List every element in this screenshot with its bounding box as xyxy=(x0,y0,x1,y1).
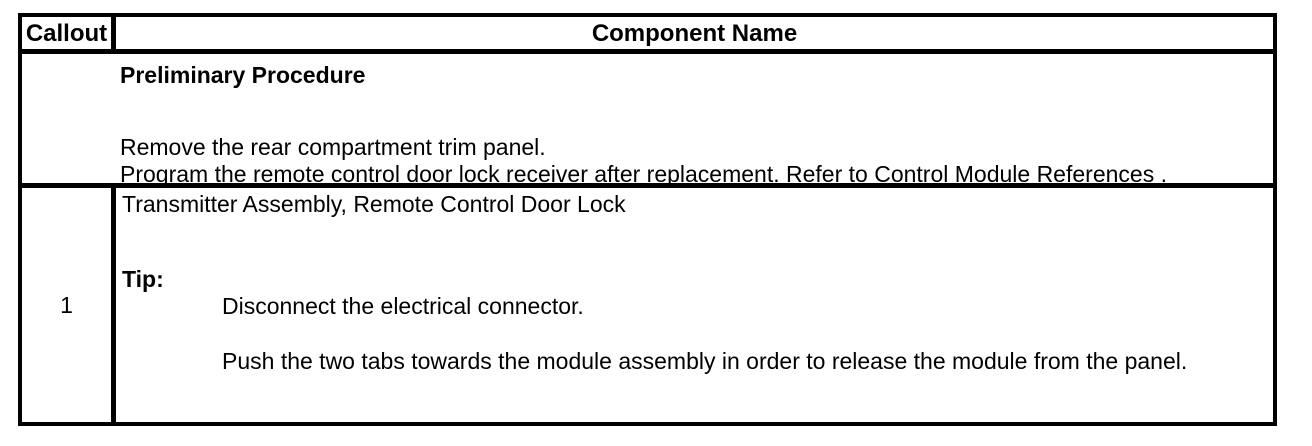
component-cell: Transmitter Assembly, Remote Control Doo… xyxy=(116,188,1273,422)
preliminary-step-line: Program the remote control door lock rec… xyxy=(120,161,1167,187)
component-name-text: Transmitter Assembly, Remote Control Doo… xyxy=(122,191,626,217)
preliminary-step-line: Remove the rear compartment trim panel. xyxy=(120,134,546,160)
component-row: 1 Transmitter Assembly, Remote Control D… xyxy=(22,188,1273,422)
callout-number: 1 xyxy=(22,188,116,422)
preliminary-procedure-body: Remove the rear compartment trim panel. … xyxy=(120,134,1267,188)
table-header-row: Callout Component Name xyxy=(22,17,1273,54)
preliminary-procedure-title: Preliminary Procedure xyxy=(120,62,366,88)
tip-instruction-line: Disconnect the electrical connector. xyxy=(222,293,584,319)
tip-label: Tip: xyxy=(122,266,164,292)
preliminary-procedure-row: Preliminary Procedure Remove the rear co… xyxy=(22,54,1273,188)
callout-column-header: Callout xyxy=(22,17,116,49)
component-callout-table: Callout Component Name Preliminary Proce… xyxy=(18,13,1277,426)
component-name-column-header: Component Name xyxy=(591,19,798,47)
tip-instruction-line: Push the two tabs towards the module ass… xyxy=(222,348,1188,374)
